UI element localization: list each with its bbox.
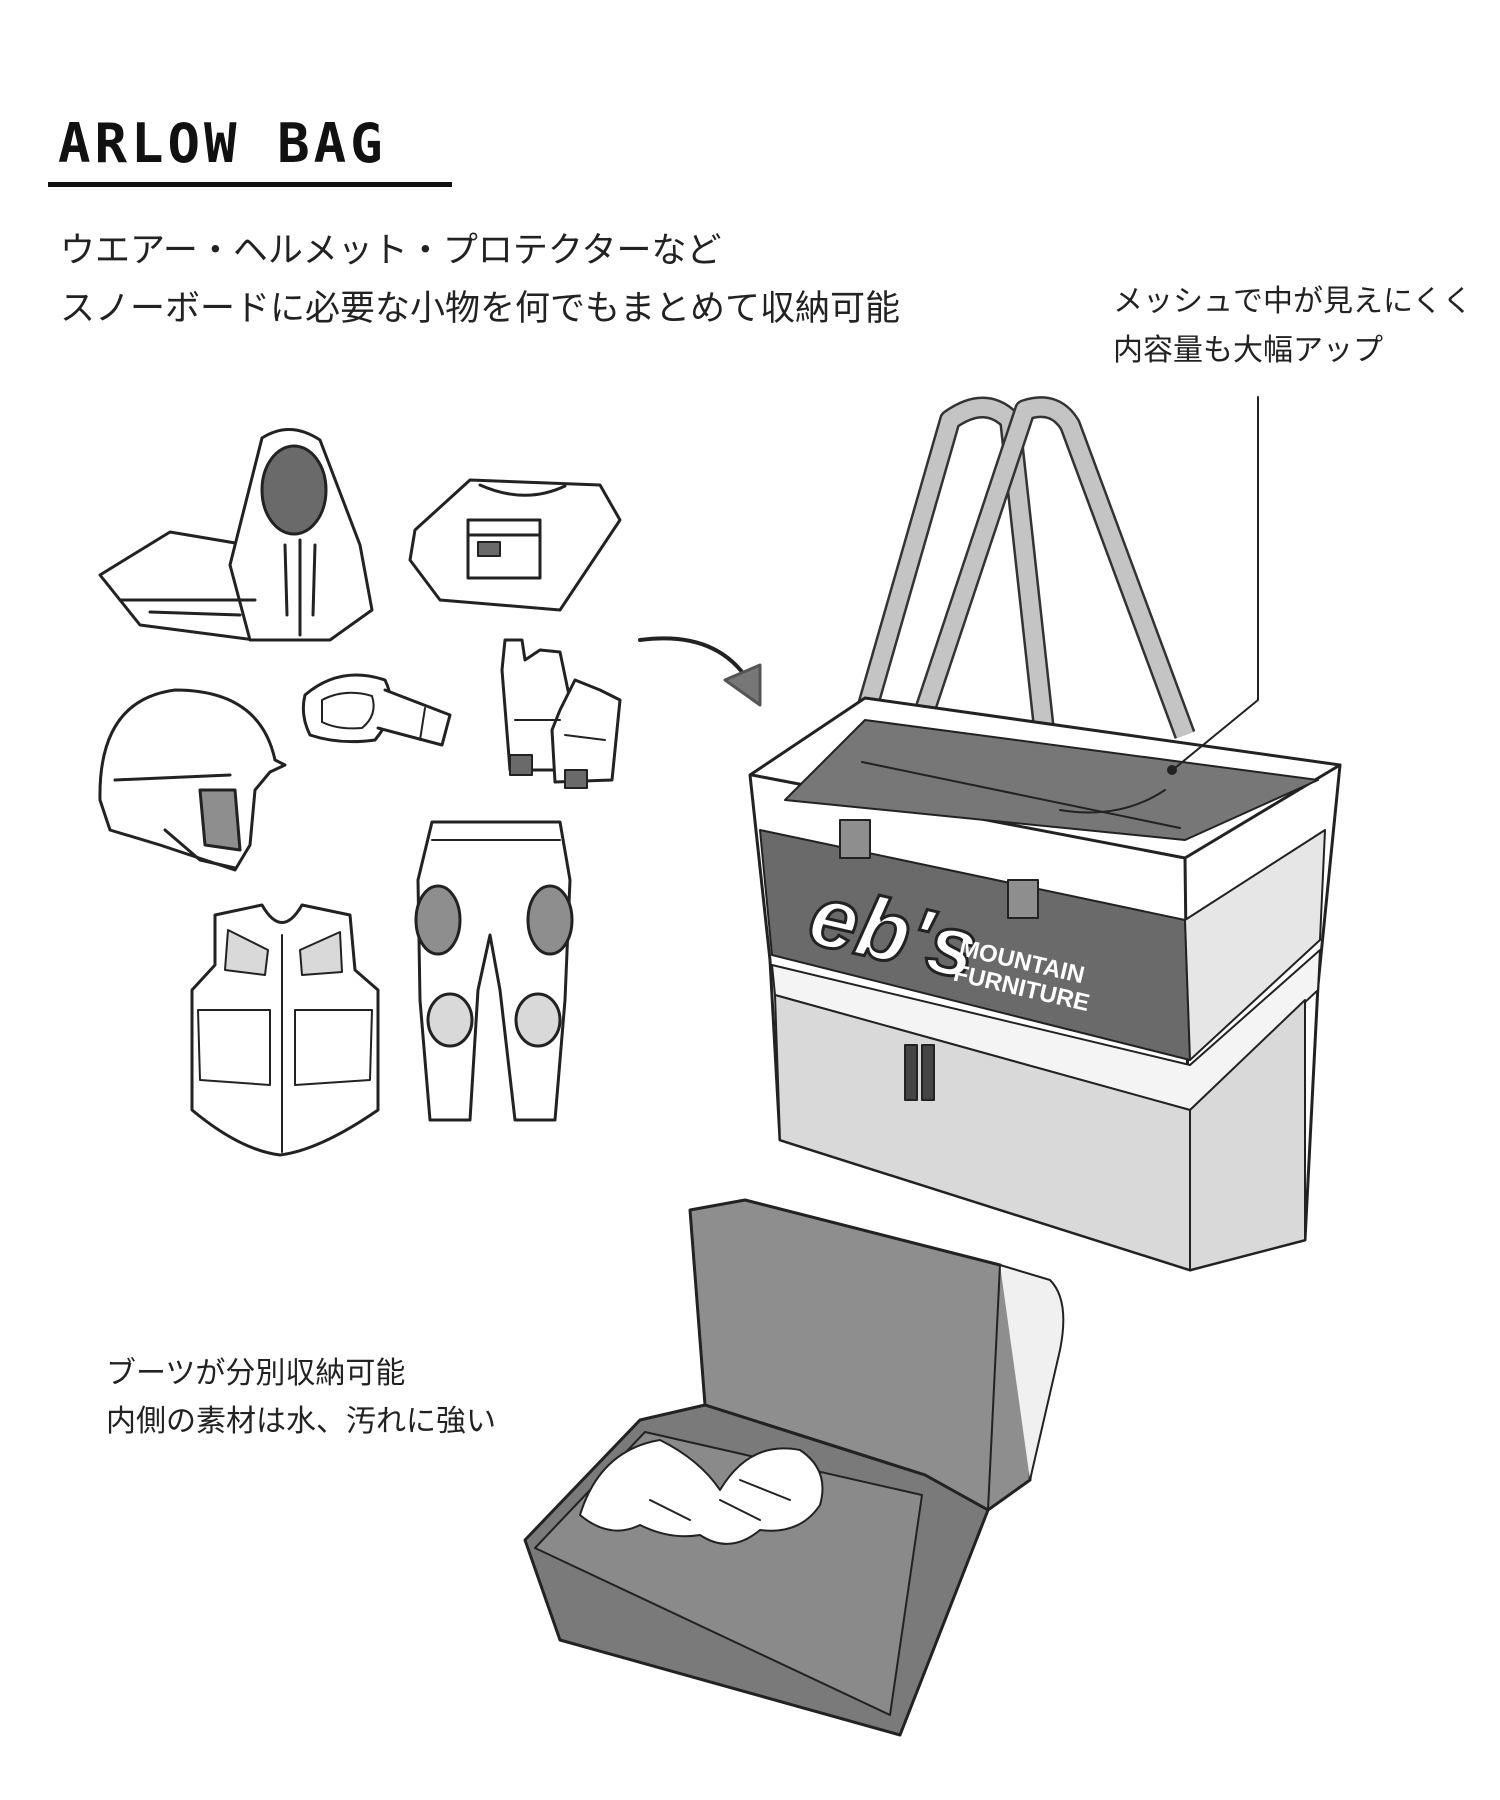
mesh-callout-line-1: メッシュで中が見えにくく xyxy=(1113,284,1473,319)
title-underline xyxy=(48,182,452,187)
page-title: ARLOW BAG xyxy=(58,112,387,175)
boots-callout: ブーツが分別収納可能 内側の素材は水、汚れに強い xyxy=(106,1350,496,1446)
mesh-callout: メッシュで中が見えにくく 内容量も大幅アップ xyxy=(1113,277,1472,375)
arrow-icon xyxy=(638,636,762,707)
pants-icon xyxy=(414,820,574,1122)
boots-callout-line-2: 内側の素材は水、汚れに強い xyxy=(106,1404,496,1439)
lead-line-2: スノーボードに必要な小物を何でもまとめて収納可能 xyxy=(60,289,901,329)
goggles-icon xyxy=(301,673,452,747)
tote-bag-icon xyxy=(748,396,1342,1272)
vest-icon xyxy=(190,903,380,1157)
jacket-icon xyxy=(98,428,374,642)
lead-line-1: ウエアー・ヘルメット・プロテクターなど xyxy=(60,231,722,271)
boot-compartment-icon xyxy=(523,1198,1065,1737)
shirt-icon xyxy=(408,478,622,612)
boots-callout-line-1: ブーツが分別収納可能 xyxy=(106,1356,406,1391)
lead-text: ウエアー・ヘルメット・プロテクターなど スノーボードに必要な小物を何でもまとめて… xyxy=(60,222,900,338)
mesh-callout-line-2: 内容量も大幅アップ xyxy=(1113,333,1383,368)
gloves-icon xyxy=(500,638,622,789)
helmet-icon xyxy=(98,688,287,872)
